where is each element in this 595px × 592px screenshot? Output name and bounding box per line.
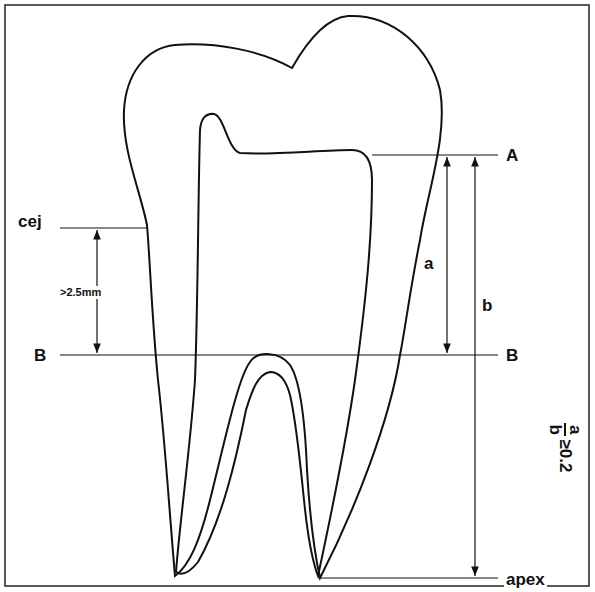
structure-label: apex [504,570,547,589]
ratio-value: ≥0.2 [556,439,576,472]
cej-line [60,227,148,228]
line-label: A [504,146,520,165]
pulp-outline [176,114,372,576]
tooth-outline [124,16,442,578]
fraction-denominator: b [547,425,564,435]
fraction: ab [547,423,584,436]
ratio-label: ab ≥0.2 [546,420,585,475]
frame [5,5,589,586]
line-label: B [504,346,520,365]
dimension-label: b [480,296,494,315]
fraction-numerator: a [564,423,584,436]
line-a [372,154,498,155]
dimension-arrow [474,157,475,576]
dimension-label: a [422,254,435,273]
line-b [60,354,498,355]
structure-label: cej [16,212,44,231]
dimension-arrow [446,157,447,353]
dimension-label: >2.5mm [58,286,103,299]
line-label: B [32,346,48,365]
apex-line [320,577,498,578]
